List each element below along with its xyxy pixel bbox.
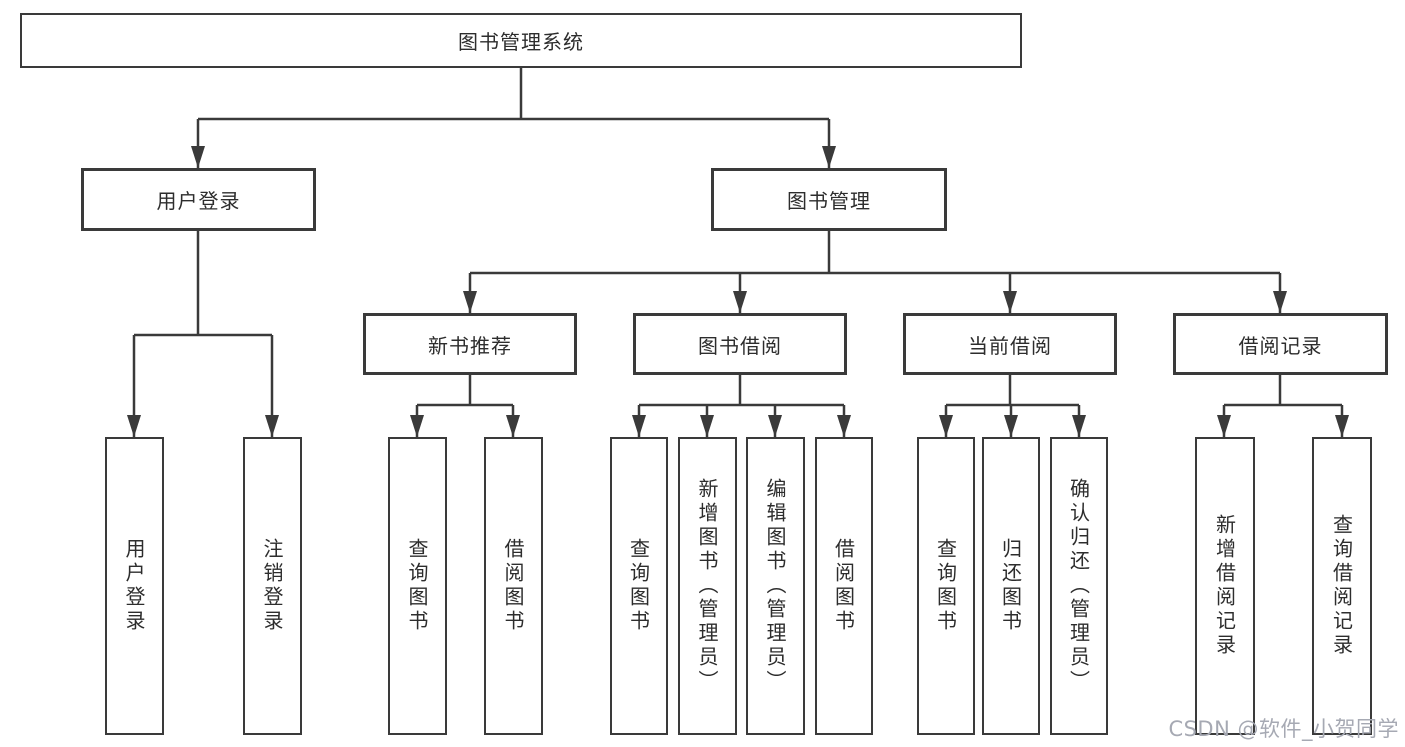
- leaf-query-borrow-record: 查询借阅记录: [1312, 437, 1372, 735]
- node-new-book-recommend: 新书推荐: [363, 313, 577, 375]
- leaf-borrow-books-recommend: 借阅图书: [484, 437, 543, 735]
- leaf-return-books: 归还图书: [982, 437, 1040, 735]
- leaf-user-login: 用户登录: [105, 437, 164, 735]
- leaf-query-books-borrowing: 查询图书: [610, 437, 668, 735]
- leaf-logout: 注销登录: [243, 437, 302, 735]
- node-book-borrowing: 图书借阅: [633, 313, 847, 375]
- leaf-edit-book-admin: 编辑图书（管理员）: [746, 437, 805, 735]
- node-book-management: 图书管理: [711, 168, 947, 231]
- leaf-query-books-current: 查询图书: [917, 437, 975, 735]
- leaf-add-borrow-record: 新增借阅记录: [1195, 437, 1255, 735]
- leaf-confirm-return-admin: 确认归还（管理员）: [1050, 437, 1108, 735]
- node-user-login: 用户登录: [81, 168, 316, 231]
- node-current-borrowing: 当前借阅: [903, 313, 1117, 375]
- leaf-borrow-books: 借阅图书: [815, 437, 873, 735]
- csdn-watermark: CSDN @软件_小贺同学: [1168, 717, 1399, 741]
- node-borrowing-records: 借阅记录: [1173, 313, 1388, 375]
- leaf-query-books-recommend: 查询图书: [388, 437, 447, 735]
- node-library-system: 图书管理系统: [20, 13, 1022, 68]
- leaf-add-book-admin: 新增图书（管理员）: [678, 437, 737, 735]
